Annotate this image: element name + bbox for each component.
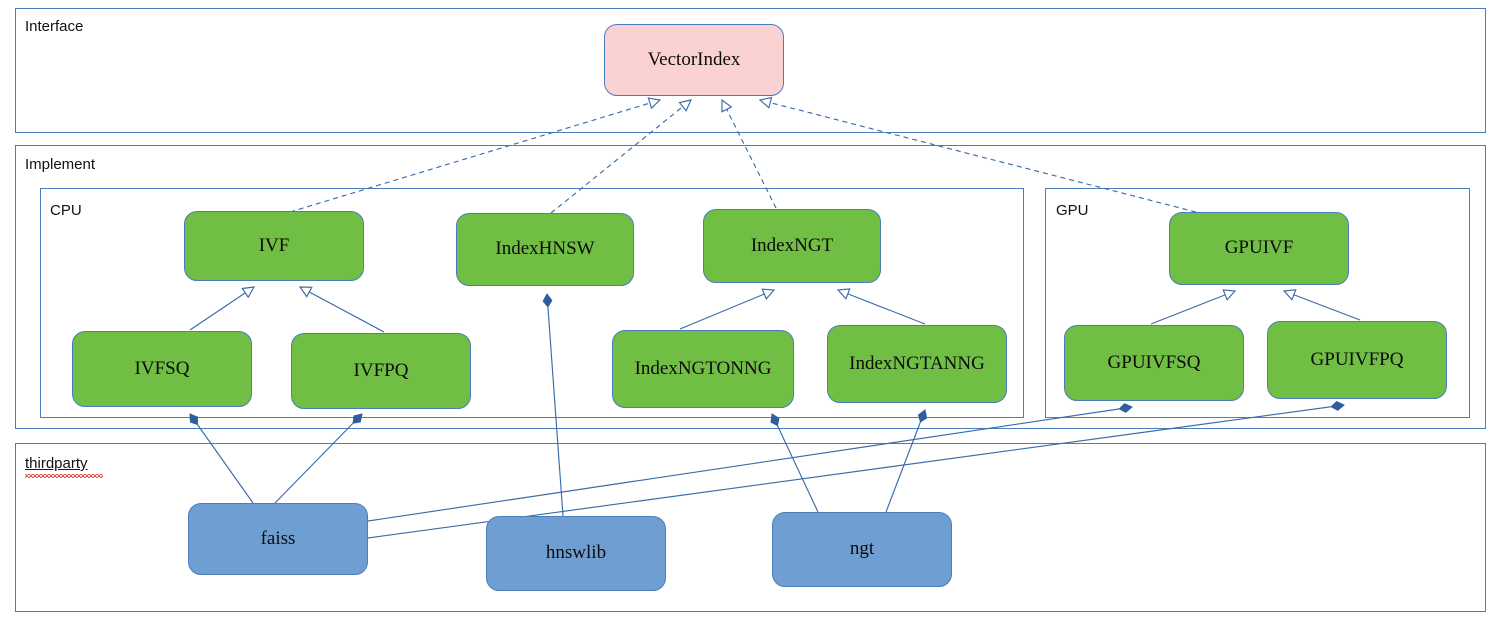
node-ivf[interactable]: IVF bbox=[184, 211, 364, 281]
node-hnswlib[interactable]: hnswlib bbox=[486, 516, 666, 591]
group-label-implement: Implement bbox=[25, 156, 96, 173]
node-vectorindex[interactable]: VectorIndex bbox=[604, 24, 784, 96]
group-label-interface: Interface bbox=[25, 18, 84, 35]
node-gpuivfsq[interactable]: GPUIVFSQ bbox=[1064, 325, 1244, 401]
node-gpuivf[interactable]: GPUIVF bbox=[1169, 212, 1349, 285]
node-gpuivfpq[interactable]: GPUIVFPQ bbox=[1267, 321, 1447, 399]
node-indexngtanng[interactable]: IndexNGTANNG bbox=[827, 325, 1007, 403]
group-label-thirdparty: thirdparty bbox=[25, 455, 88, 472]
node-ivfpq[interactable]: IVFPQ bbox=[291, 333, 471, 409]
node-indexhnsw[interactable]: IndexHNSW bbox=[456, 213, 634, 286]
spellcheck-underline bbox=[25, 474, 103, 478]
group-label-cpu: CPU bbox=[50, 202, 82, 219]
node-ivfsq[interactable]: IVFSQ bbox=[72, 331, 252, 407]
node-faiss[interactable]: faiss bbox=[188, 503, 368, 575]
node-indexngt[interactable]: IndexNGT bbox=[703, 209, 881, 283]
node-ngt[interactable]: ngt bbox=[772, 512, 952, 587]
group-label-gpu: GPU bbox=[1056, 202, 1089, 219]
node-indexngtonng[interactable]: IndexNGTONNG bbox=[612, 330, 794, 408]
